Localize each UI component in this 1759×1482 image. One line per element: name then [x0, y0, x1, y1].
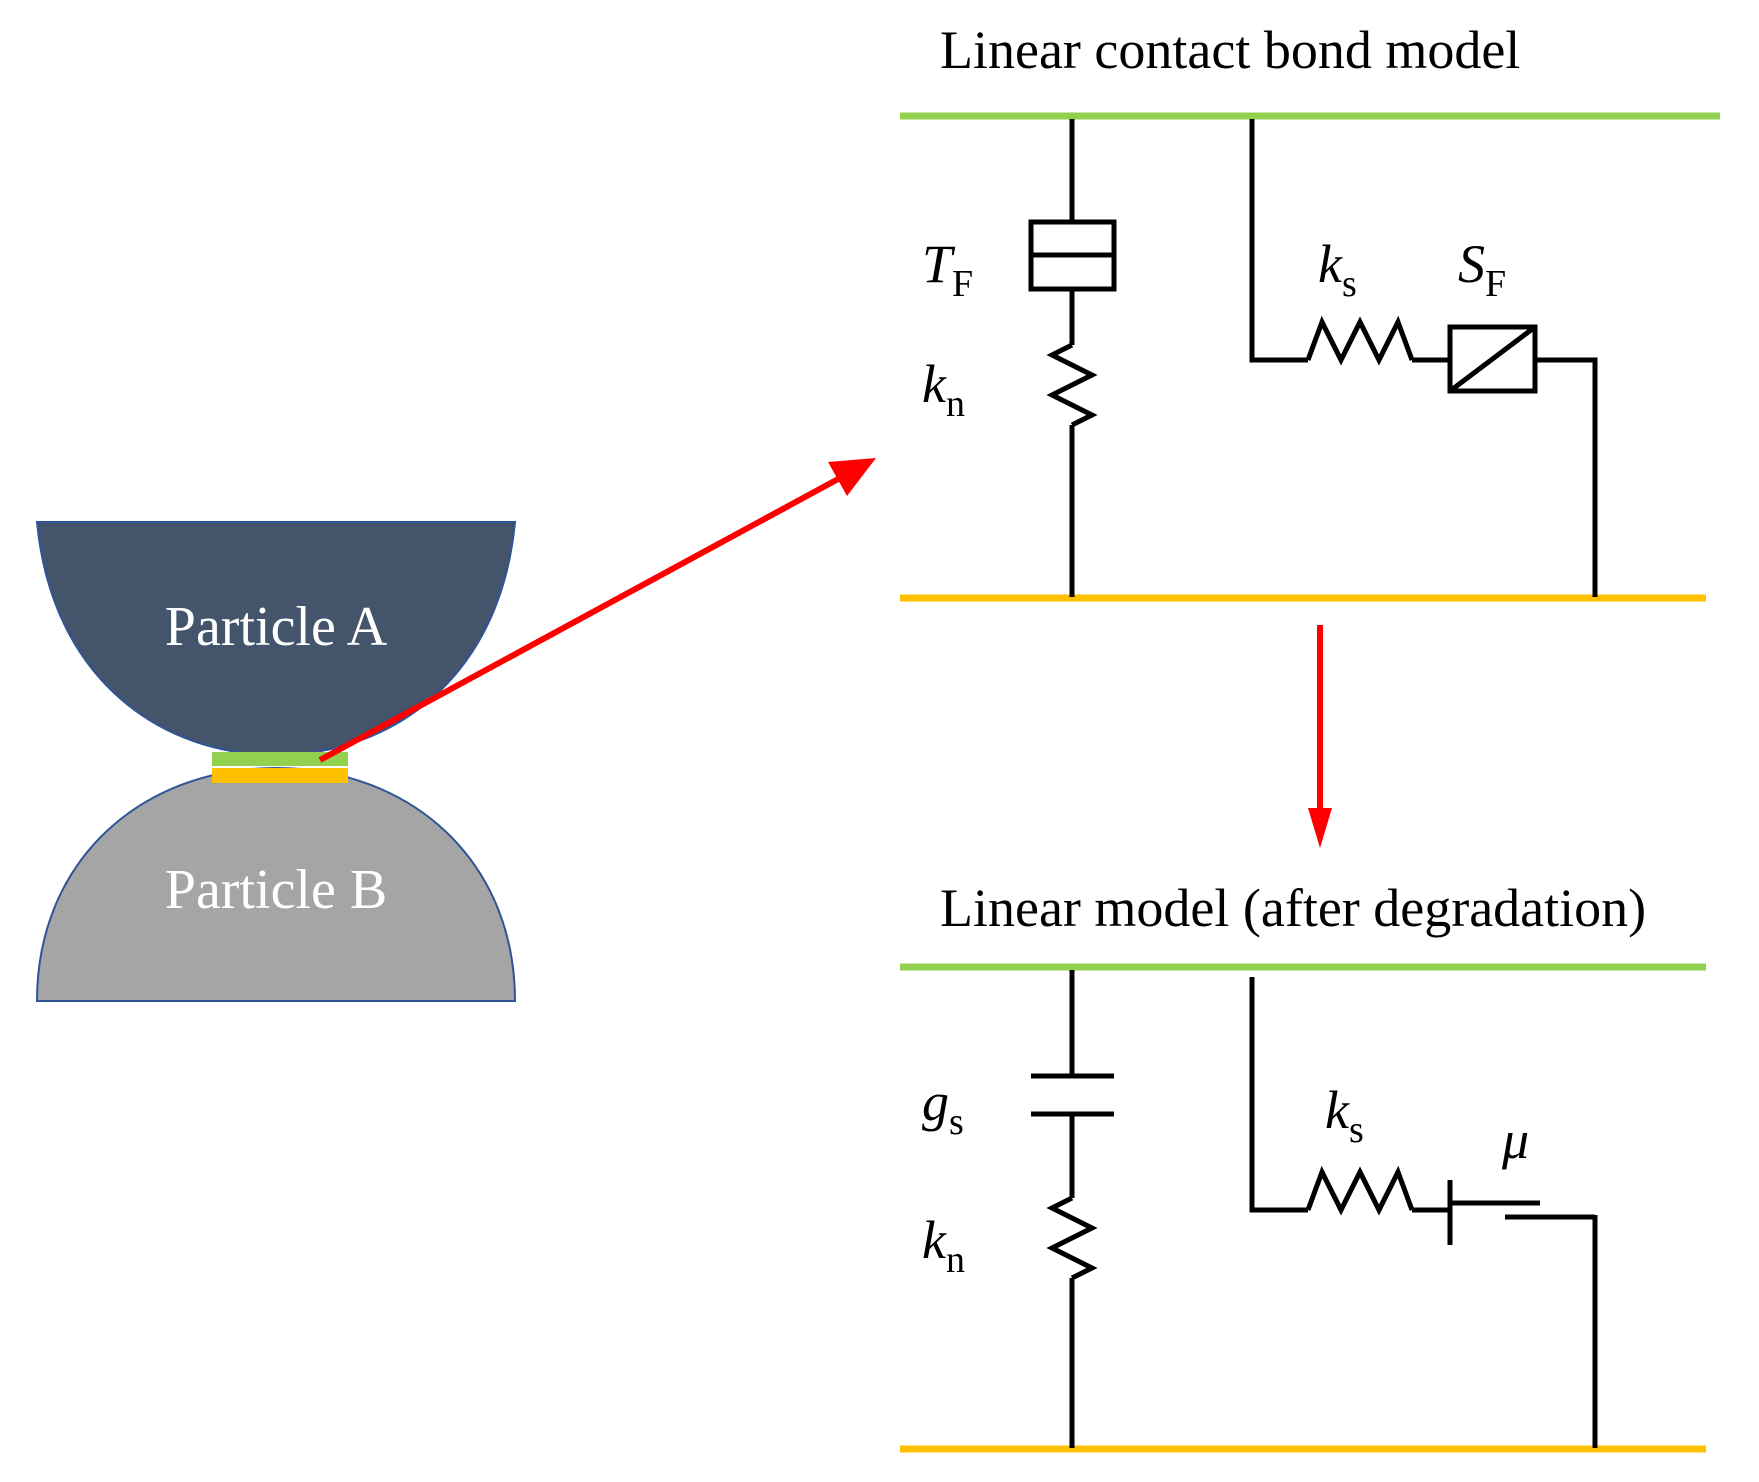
- friction-slider-icon: [1447, 1180, 1595, 1245]
- spring-icon: [1305, 1165, 1415, 1216]
- top-model: Linear contact bond model TF kn ks: [900, 20, 1720, 602]
- kn-symbol-top: kn: [922, 354, 965, 425]
- bottom-model: Linear model (after degradation) gs kn: [900, 878, 1706, 1453]
- arrow-group: [318, 458, 1332, 848]
- spring-icon: [1046, 1195, 1098, 1281]
- diagonal-arrow-shaft: [318, 475, 842, 763]
- spring-icon: [1046, 342, 1098, 428]
- slider-element-icon: [1447, 324, 1538, 394]
- ks-symbol-top: ks: [1318, 234, 1357, 305]
- bottom-shear-wire-left: [1249, 977, 1308, 1213]
- gap-capacitor-icon: [1031, 1073, 1114, 1117]
- down-arrow-head: [1308, 808, 1332, 848]
- contact-green-bar: [212, 752, 348, 766]
- top-shear-wire-right: [1535, 357, 1598, 597]
- kn-symbol-bottom: kn: [922, 1210, 965, 1281]
- gs-symbol: gs: [922, 1072, 964, 1143]
- tf-symbol: TF: [922, 234, 973, 305]
- spring-icon: [1305, 315, 1415, 366]
- bottom-model-title: Linear model (after degradation): [940, 878, 1646, 938]
- diagonal-arrow-head: [828, 458, 876, 496]
- top-shear-wire-left: [1249, 119, 1308, 363]
- particle-group: Particle A Particle B: [35, 521, 517, 1002]
- top-model-title: Linear contact bond model: [940, 20, 1520, 80]
- particle-a-label: Particle A: [165, 596, 388, 658]
- contact-yellow-bar: [212, 768, 348, 783]
- sf-symbol: SF: [1458, 234, 1506, 305]
- mu-symbol: μ: [1501, 1110, 1529, 1170]
- ks-symbol-bottom: ks: [1325, 1080, 1364, 1151]
- particle-b-label: Particle B: [165, 859, 387, 921]
- slot-element-icon: [1028, 219, 1117, 292]
